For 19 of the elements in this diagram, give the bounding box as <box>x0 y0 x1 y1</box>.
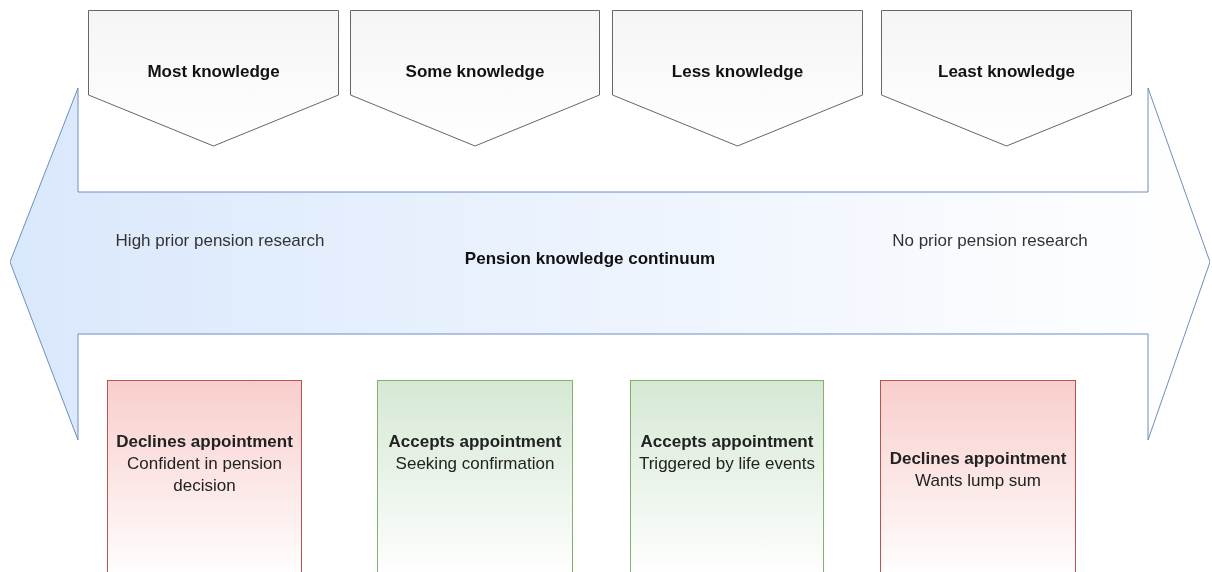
chevron-shape: Least knowledge <box>881 10 1132 147</box>
outcome-box <box>880 380 1076 572</box>
outcome-heading: Declines appointment <box>889 448 1067 470</box>
outcome-heading: Accepts appointment <box>388 431 562 453</box>
outcome-reason: Confident in pension decision <box>126 453 283 497</box>
outcome-heading: Declines appointment <box>116 431 293 453</box>
chevron-shape: Most knowledge <box>88 10 339 147</box>
chevron-shape: Less knowledge <box>612 10 863 147</box>
arrow-end-label: No prior pension research <box>891 230 1089 252</box>
arrow-end-label: High prior pension research <box>114 230 326 252</box>
chevron-shape: Some knowledge <box>350 10 600 147</box>
outcome-box <box>377 380 573 572</box>
outcome-reason: Seeking confirmation <box>395 453 555 475</box>
outcome-reason: Wants lump sum <box>915 470 1041 492</box>
outcome-heading: Accepts appointment <box>640 431 814 453</box>
outcome-reason: Triggered by life events <box>638 453 816 475</box>
outcome-box <box>107 380 302 572</box>
arrow-title: Pension knowledge continuum <box>463 248 717 270</box>
outcome-box <box>630 380 824 572</box>
